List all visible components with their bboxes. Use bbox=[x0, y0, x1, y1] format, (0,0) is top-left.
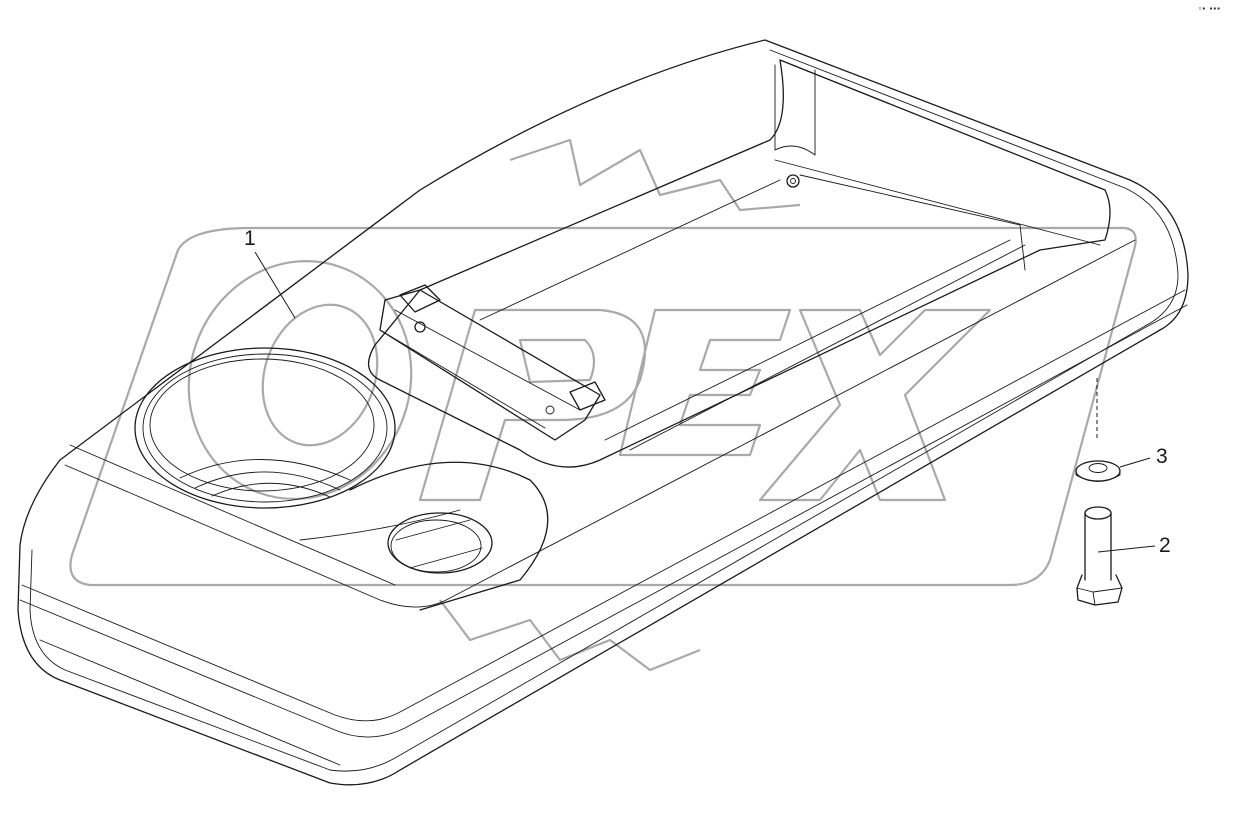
small-holder bbox=[299, 461, 549, 611]
leader-line-2 bbox=[1097, 545, 1156, 553]
watermark-opex bbox=[69, 138, 1137, 672]
callout-3: 3 bbox=[1156, 445, 1168, 468]
corner-mark: ▫▪ ▪▪▪ bbox=[1198, 4, 1221, 13]
bolt-part-2 bbox=[1076, 506, 1123, 606]
leader-line-1 bbox=[254, 251, 296, 319]
callout-2: 2 bbox=[1159, 534, 1171, 557]
callout-1: 1 bbox=[244, 227, 256, 250]
hinge-bar bbox=[379, 284, 606, 441]
cup-holder bbox=[134, 347, 396, 509]
console-cover-body bbox=[17, 39, 1189, 786]
leader-line-3 bbox=[1119, 457, 1151, 468]
washer-part-3 bbox=[1075, 460, 1121, 482]
